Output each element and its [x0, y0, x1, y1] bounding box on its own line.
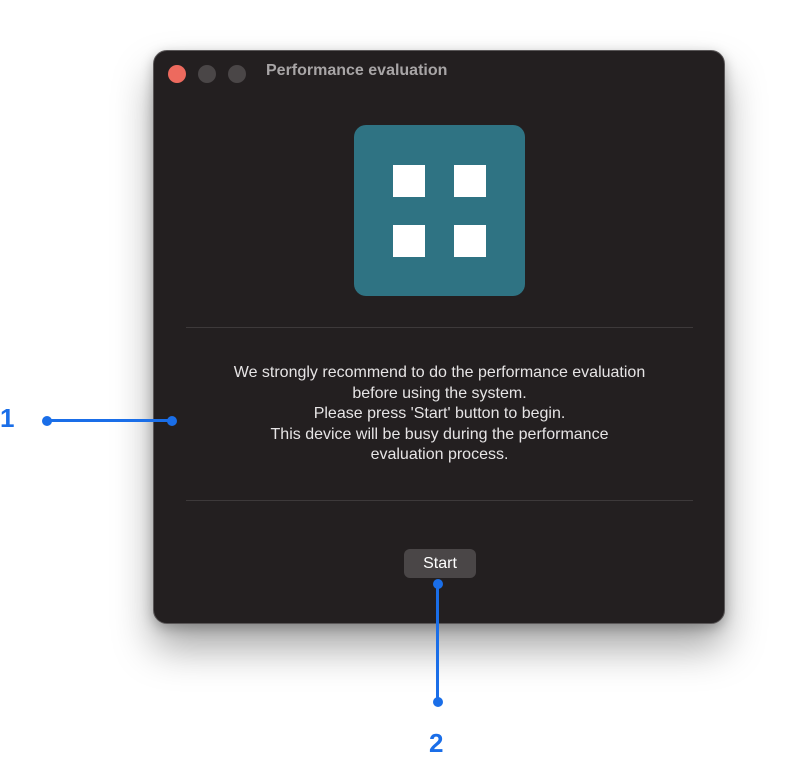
top-divider — [186, 327, 693, 328]
title-bar[interactable]: Performance evaluation — [154, 51, 724, 95]
close-window-button[interactable] — [168, 65, 186, 83]
start-button[interactable]: Start — [404, 549, 476, 578]
grid-square-bottom-right — [454, 225, 486, 257]
bottom-divider — [186, 500, 693, 501]
minimize-window-button[interactable] — [198, 65, 216, 83]
grid-square-bottom-left — [393, 225, 425, 257]
message-line: We strongly recommend to do the performa… — [233, 364, 646, 381]
performance-evaluation-window: Performance evaluation We strongly recom… — [153, 50, 725, 624]
callout-1-line — [47, 419, 173, 422]
message-line: Please press 'Start' button to begin. — [313, 405, 566, 422]
window-title: Performance evaluation — [266, 62, 448, 79]
grid-square-top-right — [454, 165, 486, 197]
recommendation-message: We strongly recommend to do the performa… — [186, 363, 693, 466]
callout-1-end-dot — [167, 416, 177, 426]
message-line: evaluation process. — [370, 446, 509, 463]
grid-square-top-left — [393, 165, 425, 197]
callout-2-end-dot — [433, 697, 443, 707]
callout-2-line — [436, 584, 439, 702]
callout-number-1: 1 — [0, 403, 15, 433]
callout-number-2: 2 — [429, 728, 444, 758]
message-line: This device will be busy during the perf… — [270, 425, 609, 443]
four-squares-grid-icon — [354, 125, 525, 296]
message-line: before using the system. — [352, 384, 527, 402]
zoom-window-button[interactable] — [228, 65, 246, 83]
